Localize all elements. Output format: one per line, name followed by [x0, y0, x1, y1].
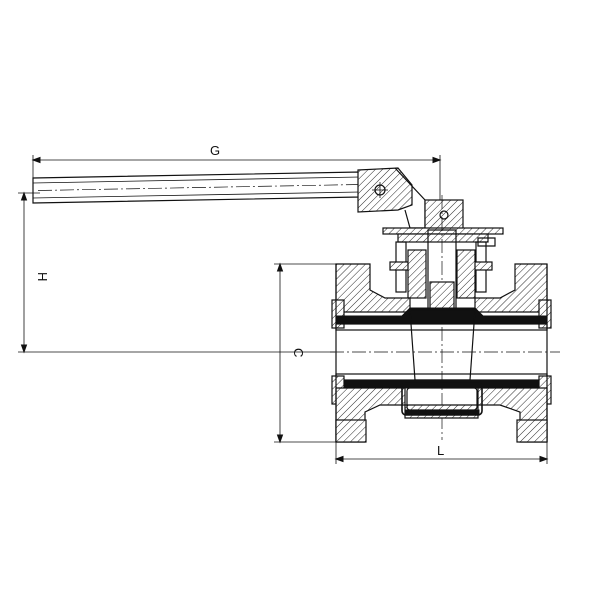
dimension-h-label: H [35, 272, 50, 281]
dimension-c-label: C [291, 348, 306, 357]
dimension-g: G [31, 143, 442, 200]
dimension-c: C [274, 262, 345, 444]
dimension-l-label: L [437, 443, 444, 458]
valve-body [330, 263, 560, 443]
dimension-l: L [334, 440, 549, 464]
dimension-g-label: G [210, 143, 220, 158]
valve-handle [32, 167, 426, 229]
dimension-h: H [18, 191, 335, 354]
stem-assembly [382, 195, 504, 440]
